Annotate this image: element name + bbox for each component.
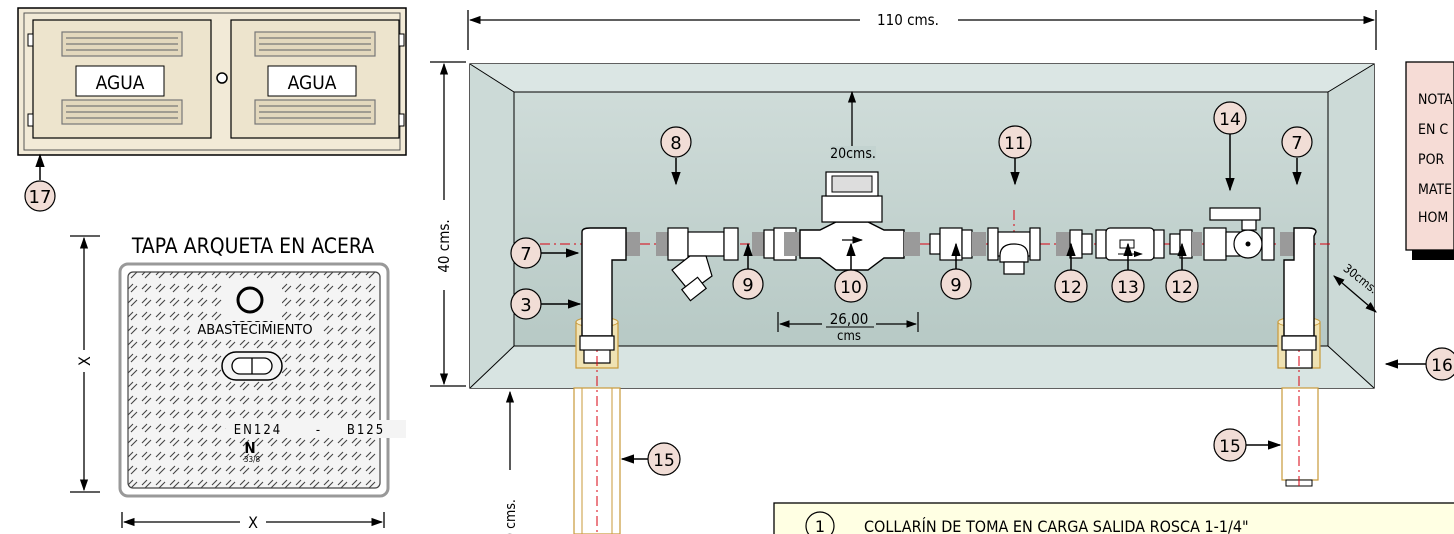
cover-standard-left: EN124 (234, 423, 282, 438)
dim-bottom-partial: 0 cms. (503, 499, 519, 534)
cover-mark: N (244, 439, 255, 457)
svg-text:12: 12 (1171, 278, 1193, 298)
door-label-right: AGUA (288, 72, 337, 94)
cover-dim-bottom: X (248, 513, 258, 532)
svg-text:10: 10 (840, 278, 862, 298)
svg-text:8: 8 (670, 133, 681, 154)
svg-text:12: 12 (1060, 278, 1082, 298)
cover-standard-right: B125 (347, 423, 385, 438)
callout-9-left: 9 (732, 268, 764, 300)
note-line-1: NOTA (1418, 92, 1453, 108)
cover-standard-sep: - (316, 423, 320, 438)
callout-15-left: 15 (647, 442, 681, 476)
callout-14: 14 (1213, 101, 1247, 135)
meter-length-value: 26,00 (830, 310, 869, 328)
callout-7-left: 7 (510, 237, 542, 269)
svg-text:9: 9 (950, 275, 961, 296)
meter-box (469, 63, 1375, 389)
ball-valve (1203, 207, 1275, 261)
svg-text:11: 11 (1004, 134, 1026, 154)
svg-text:15: 15 (653, 451, 675, 471)
callout-9-right: 9 (940, 268, 972, 300)
callout-8: 8 (660, 126, 692, 158)
cover-title: TAPA ARQUETA EN ACERA (131, 234, 374, 258)
y-strainer (656, 227, 739, 302)
svg-text:3: 3 (520, 295, 531, 316)
manhole-cover: ACOSOL ABASTECIMIENTO EN124 - B125 N 33/… (118, 262, 406, 498)
cover-dim-side: X (75, 356, 94, 366)
note-line-5: HOM (1418, 210, 1448, 226)
note-line-2: EN C (1418, 122, 1448, 138)
callout-16: 16 (1425, 347, 1454, 381)
nipple-left (1056, 229, 1093, 259)
acosol-logo-icon (236, 286, 264, 314)
meter-length-unit: cms (837, 329, 861, 344)
note-box: NOTA EN C POR MATE HOM (1405, 61, 1454, 260)
svg-text:14: 14 (1219, 110, 1241, 130)
dim-top-clearance: 20cms. (830, 146, 876, 162)
door-lock-icon (216, 72, 228, 84)
cover-mark-sub: 33/8 (244, 455, 261, 464)
callout-12-right: 12 (1165, 269, 1199, 303)
svg-text:7: 7 (520, 244, 531, 265)
check-valve (1095, 227, 1165, 261)
callout-15-right: 15 (1213, 428, 1247, 462)
legend-item: 1 COLLARÍN DE TOMA EN CARGA SALIDA ROSCA… (805, 511, 1249, 534)
note-line-4: MATE (1418, 182, 1452, 198)
svg-text:17: 17 (29, 187, 52, 208)
elbow-right (1280, 227, 1317, 351)
svg-text:7: 7 (1291, 133, 1302, 154)
elbow-left (579, 227, 640, 351)
dim-height: 40 cms. (435, 219, 453, 272)
svg-text:13: 13 (1117, 278, 1139, 298)
callout-17: 17 (24, 180, 56, 212)
nipple-right (1169, 229, 1202, 259)
callout-7-right: 7 (1281, 126, 1313, 158)
callout-13: 13 (1111, 269, 1145, 303)
callout-12-left: 12 (1054, 269, 1088, 303)
legend-text: COLLARÍN DE TOMA EN CARGA SALIDA ROSCA 1… (864, 517, 1249, 534)
callout-3: 3 (510, 288, 542, 320)
union-right (929, 227, 986, 261)
legend-number: 1 (815, 517, 825, 534)
svg-text:9: 9 (742, 275, 753, 296)
dim-width: 110 cms. (877, 11, 939, 29)
svg-text:16: 16 (1431, 356, 1453, 376)
svg-text:15: 15 (1219, 437, 1241, 457)
cover-service-text: ABASTECIMIENTO (197, 323, 312, 338)
legend-box: 1 COLLARÍN DE TOMA EN CARGA SALIDA ROSCA… (773, 502, 1454, 534)
callout-10: 10 (834, 269, 868, 303)
callout-11: 11 (998, 125, 1032, 159)
tee-fitting (987, 227, 1041, 275)
door-label-left: AGUA (96, 72, 145, 94)
note-line-3: POR (1418, 152, 1445, 168)
cabinet-door: AGUA AGUA (17, 7, 407, 156)
